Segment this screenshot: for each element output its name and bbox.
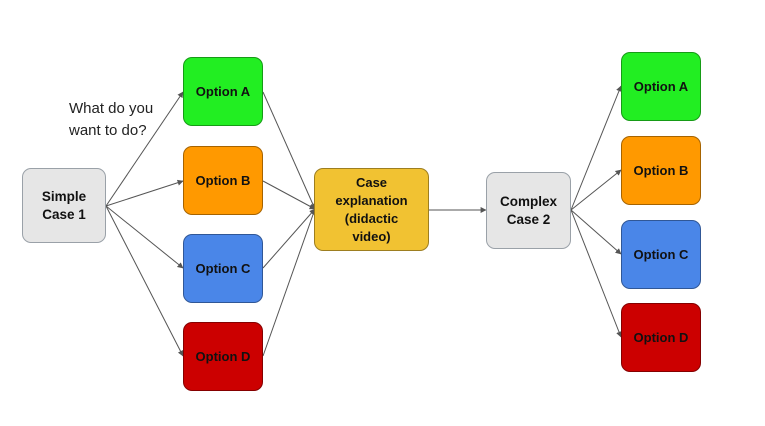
arrow-from-simple-to-option-c [105, 205, 184, 269]
arrow-from-complex-to-option-c [570, 209, 622, 255]
arrow-from-complex-to-option-d [570, 209, 622, 338]
arrow-from-simple-to-option-d [105, 205, 184, 357]
arrow-from-option-d-to-explanation [262, 208, 317, 357]
question-text: What do you want to do? [69, 100, 154, 139]
arrow-from-simple-to-option-a [105, 91, 184, 207]
arrow-from-complex-to-option-a [570, 85, 622, 211]
option-a-node: Option A [183, 57, 263, 126]
option-c-node-2: Option C [621, 220, 701, 289]
arrow-from-option-c-to-explanation [262, 208, 316, 269]
arrow-from-simple-to-option-b [105, 179, 184, 207]
option-a-node-2: Option A [621, 52, 701, 121]
case-explanation-node: Case explanation (didactic video) [314, 168, 429, 251]
option-c-node: Option C [183, 234, 263, 303]
option-b-node-2: Option B [621, 136, 701, 205]
complex-case-node: Complex Case 2 [486, 172, 571, 249]
option-d-node-2: Option D [621, 303, 701, 372]
simple-case-node: Simple Case 1 [22, 168, 106, 243]
option-d-node: Option D [183, 322, 263, 391]
arrow-from-option-a-to-explanation [262, 91, 316, 210]
arrow-from-option-b-to-explanation [262, 180, 316, 210]
arrow-from-complex-to-option-b [570, 169, 622, 211]
option-b-node: Option B [183, 146, 263, 215]
